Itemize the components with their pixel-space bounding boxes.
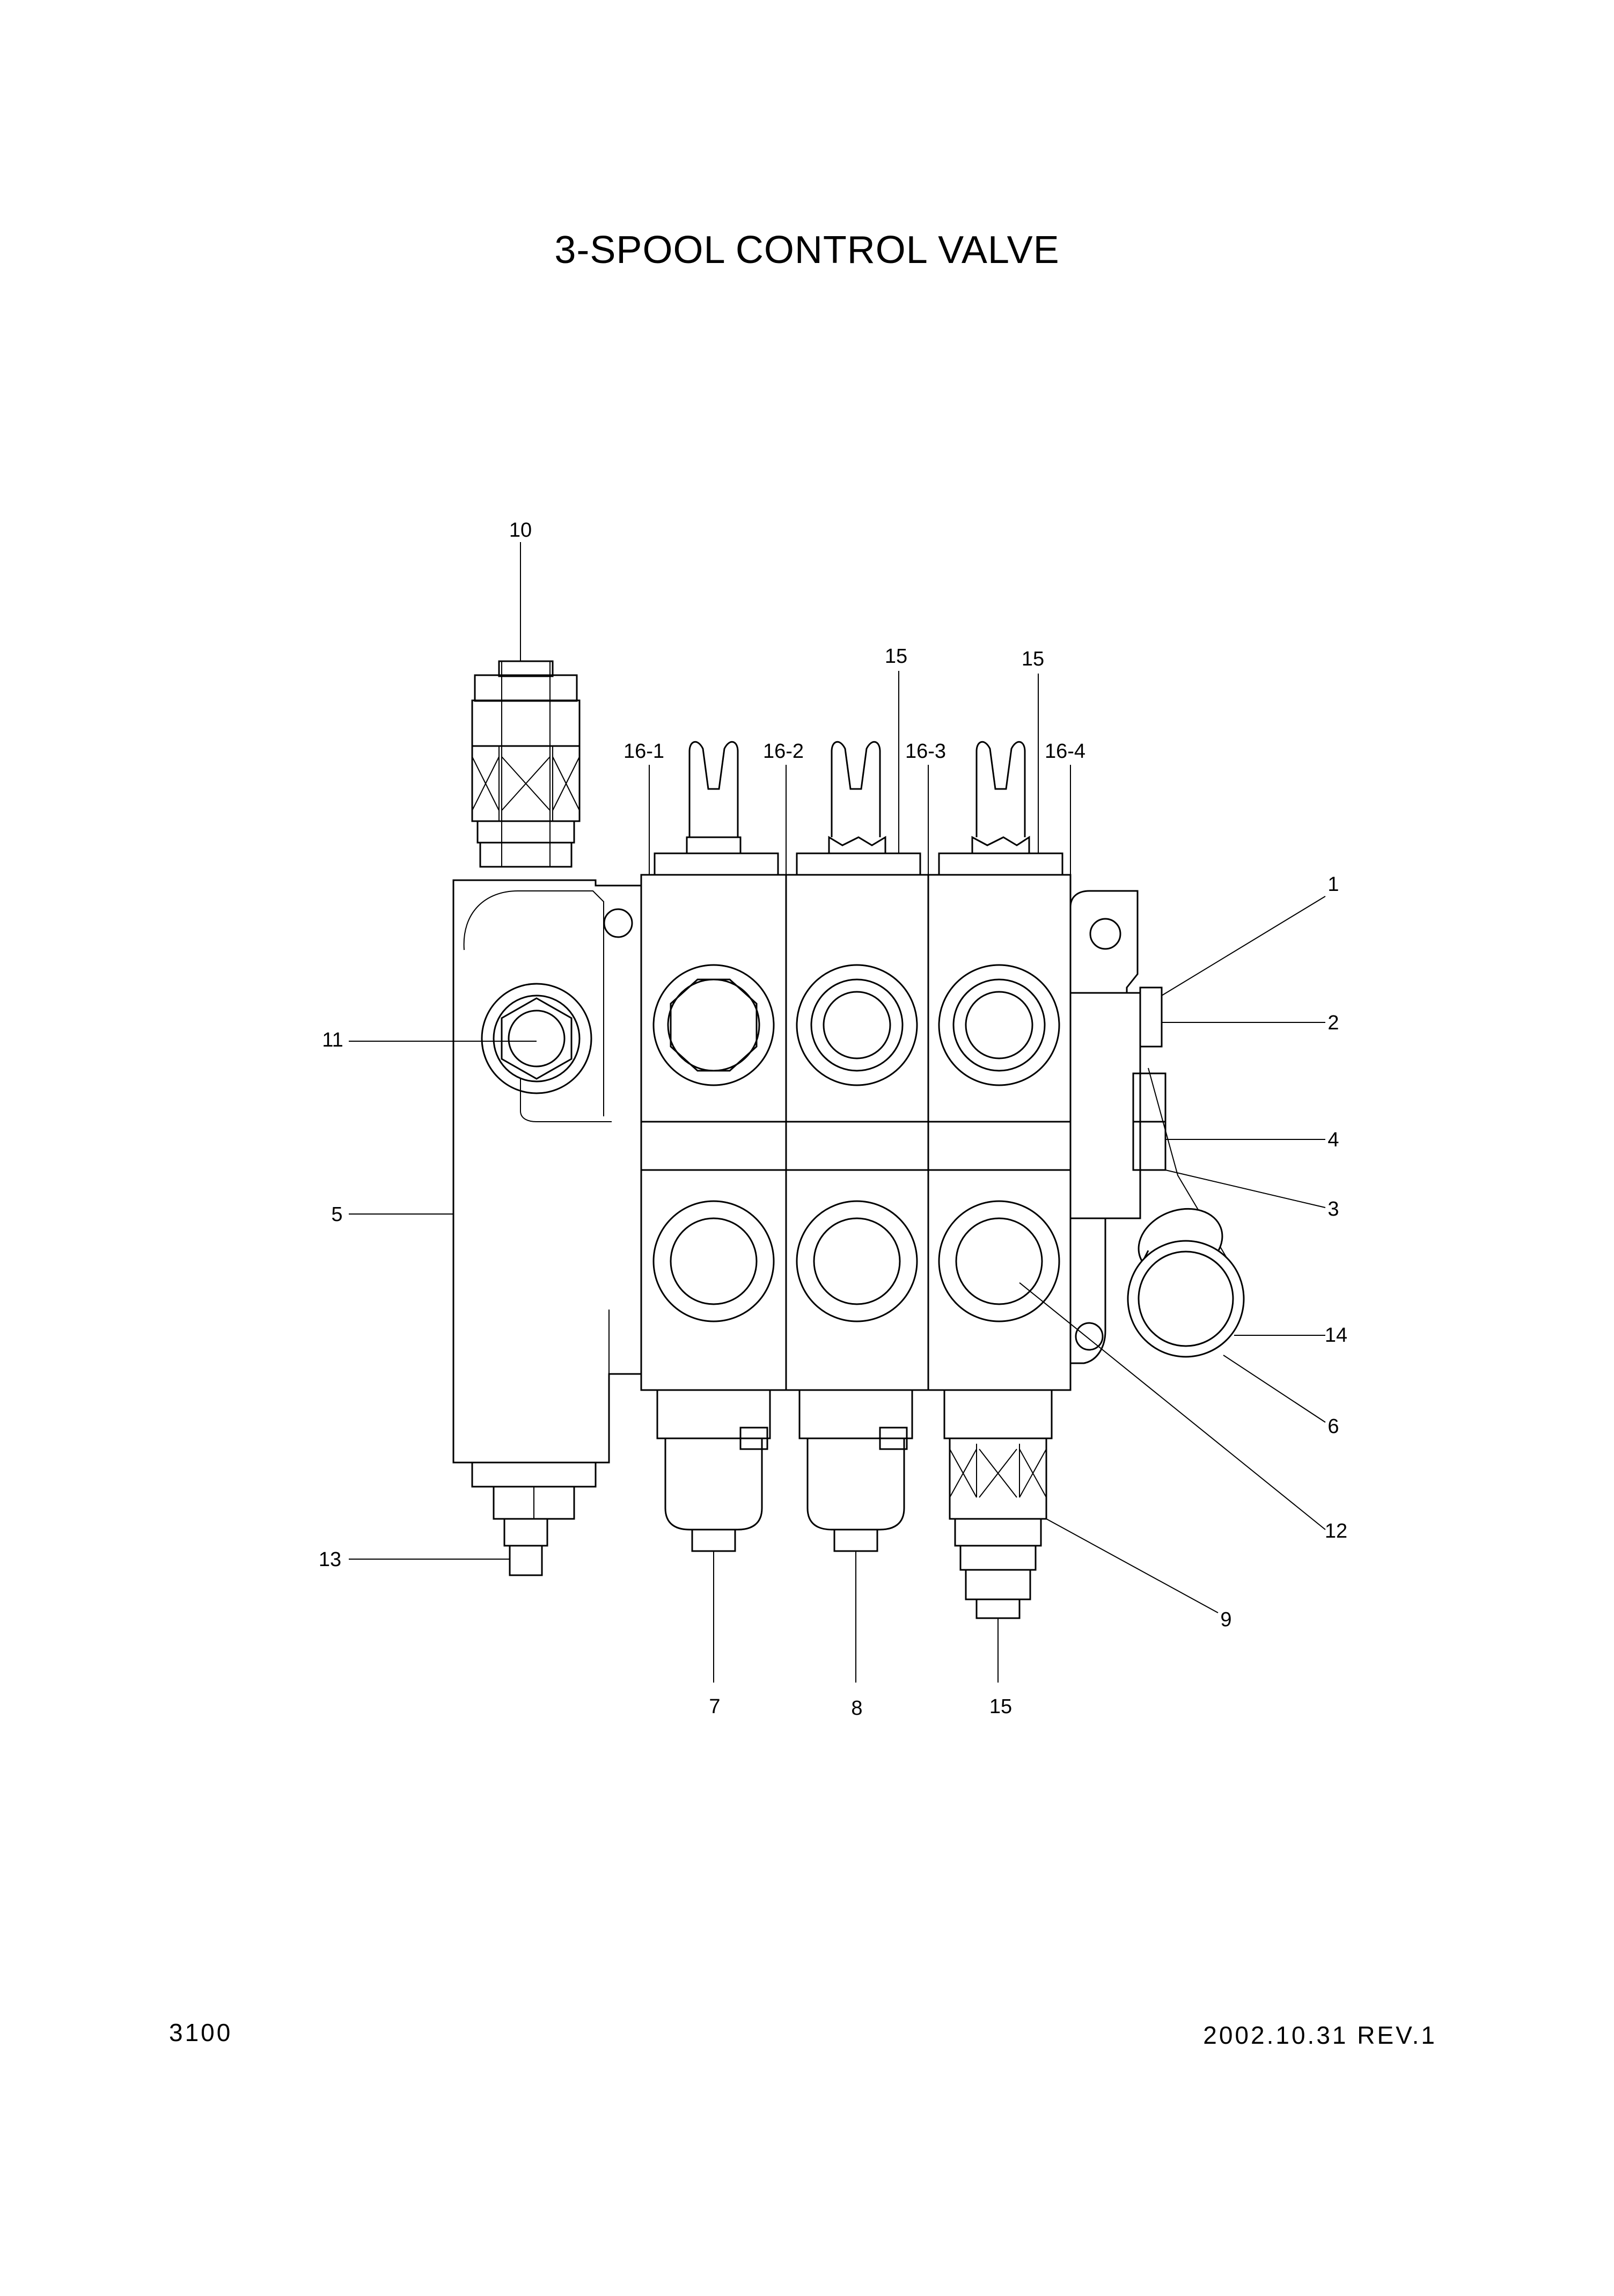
callout-7: 7 <box>709 1695 720 1718</box>
outlet-end-cover <box>1069 890 1245 1364</box>
callout-11: 11 <box>322 1029 343 1051</box>
spool-section-2 <box>785 741 929 1552</box>
callout-16-2: 16-2 <box>763 740 804 763</box>
callout-16-4: 16-4 <box>1045 740 1085 763</box>
callout-2: 2 <box>1327 1012 1339 1034</box>
callout-10: 10 <box>509 519 532 542</box>
callout-15-top-left: 15 <box>885 645 907 668</box>
callout-8: 8 <box>851 1697 862 1720</box>
callout-4: 4 <box>1327 1129 1339 1151</box>
callout-12: 12 <box>1325 1520 1347 1542</box>
callout-15-bottom: 15 <box>989 1695 1012 1718</box>
callout-13: 13 <box>319 1548 341 1571</box>
callout-16-1: 16-1 <box>623 740 664 763</box>
spool-section-1 <box>640 741 787 1552</box>
callout-1: 1 <box>1327 873 1339 896</box>
callout-16-3: 16-3 <box>905 740 946 763</box>
callout-9: 9 <box>1220 1608 1231 1631</box>
spool-section-3 <box>927 741 1072 1619</box>
page-title: 3-SPOOL CONTROL VALVE <box>554 229 1060 272</box>
callout-14: 14 <box>1325 1324 1347 1347</box>
revision-date: 2002.10.31 REV.1 <box>1203 2021 1437 2049</box>
callout-15-top-right: 15 <box>1022 648 1044 670</box>
inlet-body <box>452 879 642 1576</box>
callout-3: 3 <box>1327 1198 1339 1220</box>
relief-valve-cartridge <box>471 660 581 868</box>
callout-5: 5 <box>331 1203 342 1226</box>
leader-lines <box>349 542 1326 1683</box>
page-number: 3100 <box>169 2019 233 2046</box>
callout-6: 6 <box>1327 1415 1339 1438</box>
